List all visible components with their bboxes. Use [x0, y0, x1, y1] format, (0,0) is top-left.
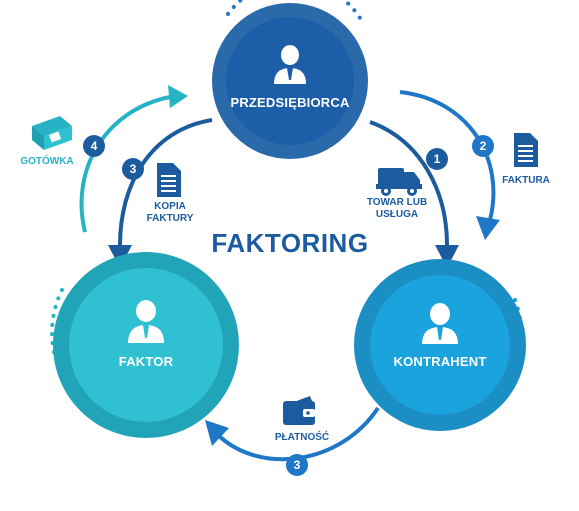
arrow-goods	[369, 120, 449, 246]
document-icon	[514, 133, 538, 167]
caption-goods-line2: USŁUGA	[375, 209, 419, 220]
step-badge-3-payment: 3	[286, 454, 308, 476]
cash-icon	[32, 116, 72, 150]
caption-copy-invoice: KOPIA FAKTURY	[140, 201, 200, 225]
wallet-icon	[283, 396, 315, 425]
step-badge-3-copy: 3	[122, 158, 144, 180]
caption-copy-line1: KOPIA	[154, 201, 186, 212]
caption-invoice: FAKTURA	[502, 175, 550, 186]
document-icon	[157, 163, 181, 197]
arrow-cash-head	[168, 85, 188, 108]
caption-payment: PŁATNOŚĆ	[274, 432, 330, 443]
step-badge-1: 1	[426, 148, 448, 170]
caption-cash: GOTÓWKA	[20, 156, 74, 167]
node-factor	[53, 252, 239, 438]
person-icon	[274, 45, 306, 84]
person-icon	[422, 303, 458, 344]
caption-goods: TOWAR LUB USŁUGA	[362, 197, 432, 221]
caption-goods-line1: TOWAR LUB	[366, 197, 428, 208]
step-badge-2: 2	[472, 135, 494, 157]
node-contractor	[354, 259, 526, 431]
arrow-invoice-head	[476, 216, 500, 240]
arrow-payment-head	[205, 420, 229, 446]
person-icon	[128, 300, 164, 343]
node-entrepreneur	[212, 3, 368, 159]
node-label-contractor: KONTRAHENT	[393, 354, 487, 369]
step-badge-4: 4	[83, 135, 105, 157]
node-label-factor: FAKTOR	[118, 354, 174, 369]
diagram-title: FAKTORING	[211, 228, 369, 258]
arrow-goods-head	[435, 245, 459, 268]
truck-icon	[376, 168, 422, 196]
node-label-entrepreneur: PRZEDSIĘBIORCA	[230, 95, 350, 110]
caption-copy-line2: FAKTURY	[146, 213, 194, 224]
